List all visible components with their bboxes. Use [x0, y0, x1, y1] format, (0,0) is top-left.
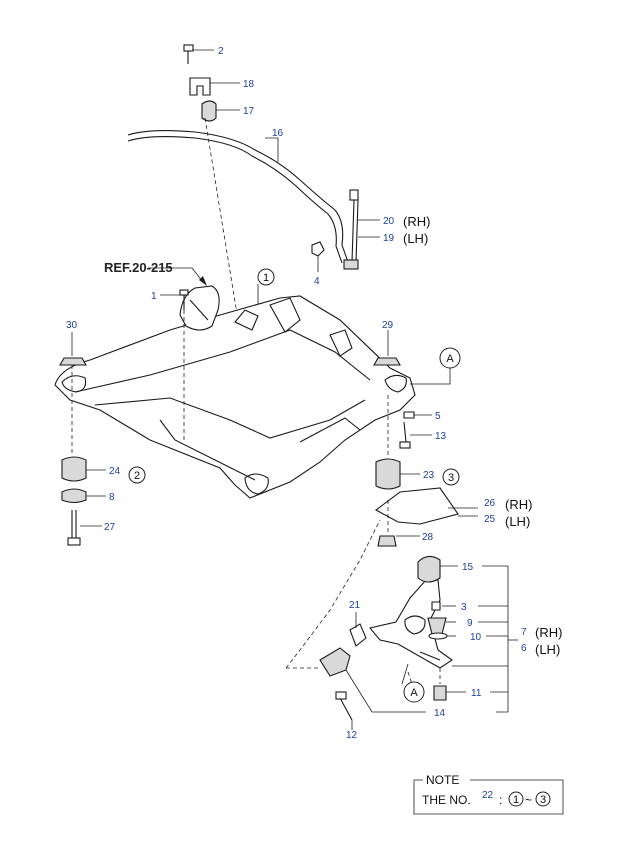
callout-29: 29 [382, 320, 394, 331]
circled-marker-a-lower: A [403, 681, 425, 703]
note-part-number: 22 [482, 790, 494, 801]
svg-text:2: 2 [134, 470, 140, 482]
part-bolt-1 [179, 289, 189, 310]
part-washer-30 [59, 357, 87, 366]
side-label-lh-19: (LH) [403, 231, 428, 246]
callout-9: 9 [467, 618, 473, 629]
leader-lines [71, 49, 518, 730]
circled-marker-1: 1 [257, 268, 275, 286]
note-range-start-circle: 1 [508, 791, 524, 807]
svg-text:A: A [446, 353, 454, 365]
note-separator: : [499, 793, 502, 807]
part-nut-4 [311, 241, 325, 257]
part-bushing-15 [417, 555, 441, 583]
circled-marker-3: 3 [442, 468, 460, 486]
part-bushing-23 [375, 458, 401, 490]
callout-3: 3 [461, 602, 467, 613]
part-bushing-17 [201, 100, 217, 122]
side-labels: (RH) (LH) (RH) (LH) (RH) (LH) [403, 214, 562, 657]
note-title: NOTE [426, 773, 459, 787]
part-stabilizer-link-19-20 [343, 189, 359, 270]
callout-1: 1 [151, 291, 157, 302]
part-bolt-27 [67, 510, 81, 546]
side-label-lh-25: (LH) [505, 514, 530, 529]
side-label-lh-6: (LH) [535, 642, 560, 657]
part-bushing-14 [319, 647, 351, 677]
part-stabilizer-bar-16 [127, 130, 349, 263]
callout-12: 12 [346, 730, 358, 741]
part-bolt-2 [183, 44, 194, 64]
side-label-rh-7: (RH) [535, 625, 562, 640]
callout-20: 20 [383, 216, 395, 227]
callout-4: 4 [314, 276, 320, 287]
note-tilde: ~ [525, 793, 532, 807]
callout-18: 18 [243, 79, 255, 90]
circled-marker-2: 2 [128, 466, 146, 484]
callout-28: 28 [422, 532, 434, 543]
part-engine-mount-bracket [179, 285, 220, 331]
crossmember-subframe [54, 295, 416, 499]
callout-8: 8 [109, 492, 115, 503]
note-range-end-circle: 3 [535, 791, 551, 807]
part-bracket-18 [189, 77, 211, 96]
part-nut-28 [377, 535, 397, 547]
side-label-rh-26: (RH) [505, 497, 532, 512]
part-nut-11 [433, 685, 447, 701]
svg-text:A: A [410, 687, 418, 699]
part-bolt-13 [399, 421, 411, 449]
callout-27: 27 [104, 522, 116, 533]
callout-11: 11 [471, 688, 482, 699]
callout-25: 25 [484, 514, 496, 525]
callout-15: 15 [462, 562, 474, 573]
note-box: NOTE THE NO. 22 : 1 ~ 3 [413, 773, 564, 815]
side-label-rh-20: (RH) [403, 214, 430, 229]
svg-text:3: 3 [448, 472, 454, 484]
part-washer-8 [61, 488, 87, 504]
svg-text:1: 1 [263, 272, 269, 284]
callout-13: 13 [435, 431, 447, 442]
callout-6: 6 [521, 643, 527, 654]
callout-numbers: 2 18 17 16 20 19 4 1 30 29 5 13 24 23 8 … [66, 46, 527, 741]
callout-16: 16 [272, 128, 284, 139]
part-dust-cover-3 [431, 601, 441, 611]
callout-23: 23 [423, 470, 435, 481]
part-washer-29 [373, 357, 401, 366]
callout-21: 21 [349, 600, 361, 611]
part-bushing-21 [349, 623, 367, 647]
callout-2: 2 [218, 46, 224, 57]
callout-26: 26 [484, 498, 496, 509]
callout-30: 30 [66, 320, 78, 331]
part-ring-10 [428, 632, 448, 640]
circled-marker-a-upper: A [439, 347, 461, 369]
part-nut-5 [403, 411, 415, 419]
svg-text:1: 1 [513, 794, 519, 806]
part-bushing-24 [61, 456, 87, 482]
callout-14: 14 [434, 708, 446, 719]
callout-5: 5 [435, 411, 441, 422]
callout-7: 7 [521, 627, 527, 638]
part-bolt-12 [335, 691, 353, 721]
stabilizer-bar-assembly [127, 44, 359, 321]
part-bracket-25-26 [374, 487, 459, 525]
callout-19: 19 [383, 233, 395, 244]
callout-10: 10 [470, 632, 482, 643]
callout-24: 24 [109, 466, 121, 477]
ref-label: REF.20-215 [104, 260, 173, 275]
svg-text:3: 3 [540, 794, 546, 806]
callout-17: 17 [243, 106, 255, 117]
note-prefix: THE NO. [422, 793, 471, 807]
